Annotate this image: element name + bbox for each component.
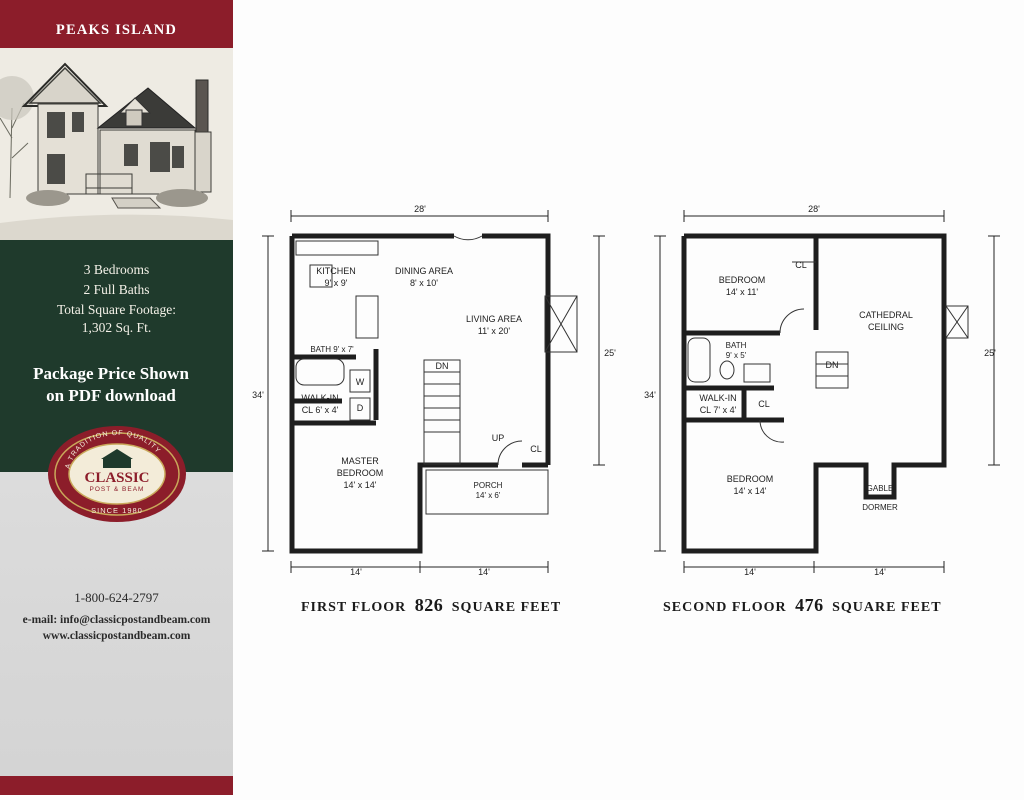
ff-living-label: LIVING AREA (466, 314, 522, 324)
spec-footage-label: Total Square Footage: (56, 302, 177, 317)
first-floor-walls (289, 233, 551, 554)
website-url: www.classicpostandbeam.com (42, 630, 191, 642)
sf-dim-bottom-right: 14' (874, 567, 886, 577)
ff-washer: W (356, 377, 365, 387)
ff-dim-right: 25' (604, 348, 616, 358)
first-floor-sqft: 826 (414, 595, 444, 615)
floor-plans-drawing: 28' 34' 25' 14' 14' KITCHEN 9' x 9' DINI… (252, 204, 1000, 577)
ff-bath-label: BATH 9' x 7' (310, 345, 354, 354)
logo-brand: CLASSIC (84, 470, 149, 486)
first-floor-caption: FIRST FLOOR 826 SQUARE FEET (301, 595, 561, 616)
ff-stairs-down: DN (436, 361, 449, 371)
plan-title: PEAKS ISLAND (55, 22, 178, 38)
second-floor-walls (681, 233, 947, 554)
sidebar-title-band (0, 0, 233, 48)
sf-bedroom-bottom-label: BEDROOM (727, 474, 774, 484)
sf-gable-label: GABLE (867, 484, 894, 493)
classic-post-and-beam-logo: A TRADITION OF QUALITY CLASSIC POST & BE… (47, 425, 187, 523)
ff-walkin-label: WALK-IN (301, 393, 338, 403)
ff-kitchen-size: 9' x 9' (325, 278, 348, 288)
second-floor-caption: SECOND FLOOR 476 SQUARE FEET (663, 595, 942, 616)
sf-cathedral-label: CATHEDRAL (859, 310, 913, 320)
second-floor-dimension-lines (654, 210, 1000, 573)
ff-kitchen-label: KITCHEN (316, 266, 356, 276)
first-floor-fixtures (295, 235, 578, 515)
sf-stairs-down: DN (826, 360, 839, 370)
sf-bedroom-top-size: 14' x 11' (726, 287, 759, 297)
sidebar-bottom-band (0, 776, 233, 795)
ff-master-label: MASTER (341, 456, 379, 466)
ff-master-size: 14' x 14' (344, 480, 377, 490)
contact-panel (0, 472, 233, 776)
sf-closet-mid: CL (758, 399, 770, 409)
ff-dining-label: DINING AREA (395, 266, 453, 276)
sf-bedroom-top-label: BEDROOM (719, 275, 766, 285)
second-floor-caption-prefix: SECOND FLOOR (663, 600, 787, 615)
ff-dim-bottom-right: 14' (478, 567, 490, 577)
sf-bath-size: 9' x 5' (726, 351, 747, 360)
ff-dim-top: 28' (414, 204, 426, 214)
sf-dim-bottom-left: 14' (744, 567, 756, 577)
house-illustration (0, 48, 233, 240)
first-floor-caption-suffix: SQUARE FEET (451, 600, 562, 615)
package-price-line2: on PDF download (46, 386, 176, 405)
sf-dim-left: 34' (644, 390, 656, 400)
second-floor-plan: 28' 34' 25' 14' 14' BEDROOM 14' x 11' CL… (644, 204, 1000, 577)
floor-plans: 28' 34' 25' 14' 14' KITCHEN 9' x 9' DINI… (233, 0, 1024, 795)
second-floor-sqft: 476 (795, 595, 824, 615)
sf-closet-top: CL (795, 260, 807, 270)
email-address: e-mail: info@classicpostandbeam.com (22, 614, 211, 626)
phone-number: 1-800-624-2797 (74, 590, 159, 605)
ff-dining-size: 8' x 10' (410, 278, 438, 288)
spec-baths: 2 Full Baths (83, 282, 150, 297)
sf-dim-right: 25' (984, 348, 996, 358)
second-floor-caption-suffix: SQUARE FEET (832, 600, 942, 615)
sf-bath-label: BATH (726, 341, 747, 350)
spec-footage-value: 1,302 Sq. Ft. (81, 320, 152, 335)
first-floor-caption-prefix: FIRST FLOOR (301, 600, 407, 615)
sf-walkin-size: CL 7' x 4' (700, 405, 737, 415)
ff-porch-size: 14' x 6' (476, 491, 501, 500)
sf-bedroom-bottom-size: 14' x 14' (734, 486, 767, 496)
sf-walkin-label: WALK-IN (699, 393, 736, 403)
ff-stairs-up: UP (492, 433, 505, 443)
logo-since: SINCE 1980 (91, 506, 143, 515)
ff-dryer: D (357, 403, 364, 413)
sf-ceiling-label: CEILING (868, 322, 904, 332)
ff-dim-left: 34' (252, 390, 264, 400)
spec-bedrooms: 3 Bedrooms (83, 262, 150, 277)
sidebar: PEAKS ISLAND (0, 0, 233, 795)
first-floor-plan: 28' 34' 25' 14' 14' KITCHEN 9' x 9' DINI… (252, 204, 616, 577)
first-floor-dimension-lines (262, 210, 605, 573)
logo-sub: POST & BEAM (90, 486, 145, 493)
ff-walkin-size: CL 6' x 4' (302, 405, 339, 415)
second-floor-fixtures (687, 261, 969, 443)
ff-dim-bottom-left: 14' (350, 567, 362, 577)
sf-dormer-label: DORMER (862, 503, 898, 512)
ff-closet: CL (530, 444, 542, 454)
ff-master-label-2: BEDROOM (337, 468, 384, 478)
package-price-line1: Package Price Shown (33, 364, 189, 383)
sf-dim-top: 28' (808, 204, 820, 214)
ff-porch-label: PORCH (474, 481, 503, 490)
ff-living-size: 11' x 20' (478, 326, 511, 336)
